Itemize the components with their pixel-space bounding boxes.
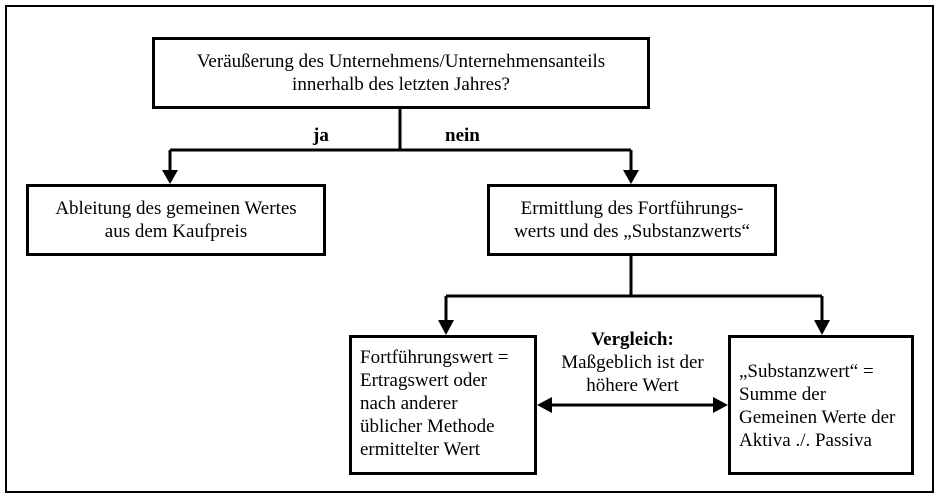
top-question-box: Veräußerung des Unternehmens/Unternehmen… [152, 37, 650, 109]
branch-label-nein: nein [445, 125, 480, 146]
substanz-line3: Gemeinen Werte der [739, 407, 896, 428]
fortfuehrung-line2: Ertragswert oder [360, 370, 488, 391]
branch-label-ja: ja [313, 125, 329, 146]
arrowhead-ja [162, 170, 178, 184]
fortfuehrung-line3: nach anderer [360, 393, 458, 414]
fortfuehrung-line1: Fortführungswert = [360, 347, 509, 368]
fortfuehrung-line5: ermittelter Wert [360, 439, 480, 460]
comparison-title: Vergleich: [591, 329, 674, 350]
comparison-arrowhead-right [713, 397, 728, 413]
substanz-line2: Summe der [739, 384, 827, 405]
substanz-line1: „Substanzwert“ = [739, 361, 874, 382]
fortfuehrung-line4: üblicher Methode [360, 416, 495, 437]
kaufpreis-line2: aus dem Kaufpreis [104, 221, 248, 242]
comparison-line1: Maßgeblich ist der [561, 352, 704, 373]
arrowhead-fortfuehrung [438, 320, 454, 335]
ermittlung-line2: werts und des „Substanzwerts“ [514, 221, 750, 242]
substanzwert-box: „Substanzwert“ = Summe der Gemeinen Wert… [728, 335, 914, 475]
ermittlung-line1: Ermittlung des Fortführungs- [520, 198, 744, 219]
comparison-line2: höhere Wert [586, 375, 679, 396]
kaufpreis-line1: Ableitung des gemeinen Wertes [55, 198, 297, 219]
fortfuehrungswert-box: Fortführungswert = Ertragswert oder nach… [349, 335, 537, 475]
arrowhead-substanz [814, 320, 830, 335]
diagram-frame [5, 5, 934, 493]
kaufpreis-box: Ableitung des gemeinen Wertes aus dem Ka… [26, 184, 326, 256]
arrowhead-nein [623, 170, 639, 184]
comparison-arrowhead-left [537, 397, 552, 413]
top-question-line1: Veräußerung des Unternehmens/Unternehmen… [196, 51, 606, 72]
substanz-line4: Aktiva ./. Passiva [739, 430, 872, 451]
ermittlung-box: Ermittlung des Fortführungs- werts und d… [487, 184, 777, 256]
comparison-text: Vergleich: Maßgeblich ist der höhere Wer… [545, 328, 720, 397]
top-question-line2: innerhalb des letzten Jahres? [292, 74, 510, 95]
